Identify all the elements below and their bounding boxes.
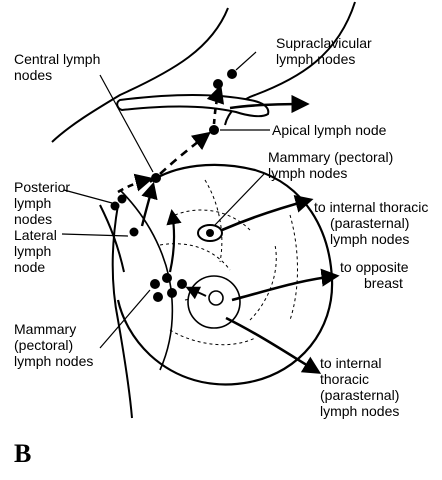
arrow-lateral-to-central — [142, 185, 153, 226]
mammary-nodes-lower — [150, 273, 187, 302]
apical-node — [209, 125, 219, 135]
panel-label: B — [14, 439, 31, 468]
label-to-opposite-breast: to opposite breast — [340, 259, 412, 291]
label-central-lymph-nodes: Central lymph nodes — [14, 51, 104, 83]
lateral-node — [130, 228, 139, 237]
label-mammary-upper: Mammary (pectoral) lymph nodes — [268, 149, 397, 181]
arrow-to-internal-lower — [226, 318, 318, 372]
mammary-nodes-upper — [198, 225, 222, 241]
arrow-posterior-to-central — [118, 179, 150, 192]
arrow-to-opposite-breast — [232, 276, 336, 300]
shoulder-outline — [52, 8, 228, 142]
label-apical-lymph-node: Apical lymph node — [272, 122, 387, 138]
nipple — [209, 291, 223, 305]
supraclavicular-nodes — [213, 69, 237, 89]
label-internal-thoracic-lower: to internal thoracic (parasternal) lymph… — [320, 355, 403, 419]
central-node — [151, 173, 161, 183]
label-posterior-lymph-nodes: Posterior lymph nodes — [14, 179, 74, 227]
label-supraclavicular: Supraclavicular lymph nodes — [276, 35, 376, 67]
posterior-nodes — [111, 195, 127, 211]
label-lateral-lymph-node: Lateral lymph node — [14, 227, 61, 275]
label-internal-thoracic-upper: to internal thoracic (parasternal) lymph… — [314, 199, 432, 247]
label-mammary-lower: Mammary (pectoral) lymph nodes — [14, 321, 93, 369]
arrow-lower-to-upper — [170, 212, 174, 272]
